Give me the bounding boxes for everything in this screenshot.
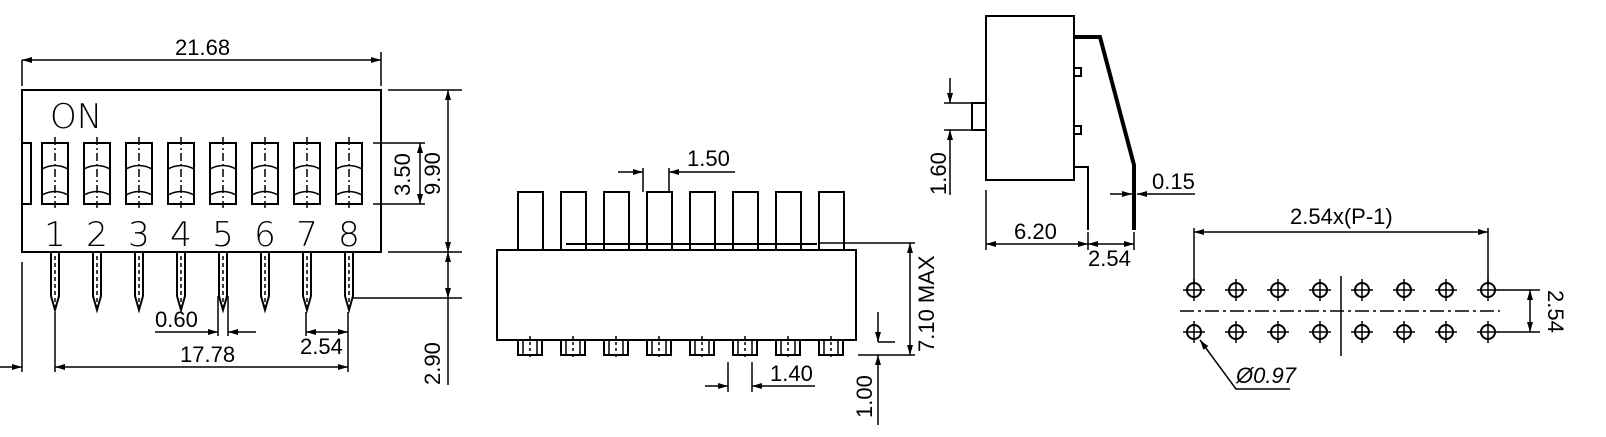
bottom-pin: [732, 336, 758, 360]
pcb-hole: [1351, 321, 1373, 343]
pcb-hole: [1393, 279, 1415, 301]
pcb-hole: [1351, 279, 1373, 301]
bottom-view: 1.50 1.40 7.10 MAX 1.00: [496, 146, 939, 425]
actuator: [517, 191, 544, 251]
pcb-footprint: 2.54x(P-1) 2.54 Ø0.97: [1180, 204, 1568, 390]
actuator: [775, 191, 802, 251]
hole-diameter-leader: [1199, 339, 1290, 390]
switch-number: 7: [296, 215, 318, 255]
dim-actuator-height: 3.50: [390, 153, 415, 196]
pin: [92, 252, 102, 314]
pin: [344, 252, 354, 314]
bottom-pin: [646, 336, 672, 360]
switch-number: 4: [170, 215, 192, 255]
pcb-hole: [1183, 321, 1205, 343]
dim-depth: 6.20: [1014, 219, 1057, 244]
dim-standoff: 1.00: [852, 375, 877, 418]
switch-number: 5: [212, 215, 234, 255]
switch-6: 6: [251, 137, 279, 314]
dim-lead-thickness: 0.15: [1152, 169, 1195, 194]
bottom-pin: [560, 336, 586, 360]
dim-height-max: 7.10 MAX: [914, 255, 939, 352]
pcb-hole: [1225, 279, 1247, 301]
side-view-body: [985, 15, 1075, 181]
side-tab: [1073, 67, 1082, 77]
switch-8: 8: [335, 137, 363, 314]
pin: [176, 252, 186, 314]
pcb-hole: [1309, 321, 1331, 343]
pin: [50, 252, 60, 314]
side-view: 1.60 0.15 6.20 2.54: [926, 15, 1195, 271]
switch-2: 2: [83, 137, 111, 314]
bottom-pin: [603, 336, 629, 360]
dim-width: 21.68: [175, 35, 230, 60]
actuator: [732, 191, 759, 251]
dim-height: 9.90: [420, 152, 445, 195]
switch-number: 2: [86, 215, 108, 255]
switch-number: 6: [254, 215, 276, 255]
switch-number: 8: [338, 215, 360, 255]
switch-4: 4: [167, 137, 195, 314]
side-tab: [1073, 125, 1082, 135]
switch-number: 3: [128, 215, 150, 255]
dim-pitch: 2.54: [300, 334, 343, 359]
dim-row-length: 2.54x(P-1): [1290, 204, 1393, 229]
bent-lead: [1074, 35, 1136, 230]
dim-pin-span: 17.78: [180, 342, 235, 367]
actuator: [689, 191, 716, 251]
switch-7: 7: [293, 137, 321, 314]
switch-5: 5: [209, 137, 237, 314]
side-actuator: [971, 102, 987, 131]
bottom-pin: [689, 336, 715, 360]
bottom-view-body: [496, 249, 857, 341]
pcb-hole: [1393, 321, 1415, 343]
dim-pin-width-bottom: 1.40: [770, 361, 813, 386]
actuator: [603, 191, 630, 251]
pcb-hole: [1267, 321, 1289, 343]
pcb-hole: [1309, 279, 1331, 301]
bottom-pin: [775, 336, 801, 360]
bottom-pin: [818, 336, 844, 360]
pin: [260, 252, 270, 314]
dim-row-spacing-footprint: 2.54: [1543, 290, 1568, 333]
bottom-pin: [517, 336, 543, 360]
dim-hole-diameter: Ø0.97: [1235, 363, 1297, 388]
switch-1: 1: [41, 137, 69, 314]
dim-pin-width: 0.60: [155, 307, 198, 332]
body-edge-slot: [21, 142, 32, 205]
pcb-hole: [1477, 321, 1499, 343]
straight-lead: [1074, 166, 1089, 230]
actuator: [560, 191, 587, 251]
actuator: [646, 191, 673, 251]
pcb-hole: [1435, 321, 1457, 343]
dim-actuator-width: 1.50: [687, 146, 730, 171]
pin: [302, 252, 312, 314]
dim-actuator-side: 1.60: [926, 152, 951, 195]
pin: [218, 252, 228, 314]
on-label: ON: [50, 97, 102, 137]
pcb-hole: [1435, 279, 1457, 301]
pcb-hole: [1225, 321, 1247, 343]
actuator: [818, 191, 845, 251]
dim-pin-length: 2.90: [420, 342, 445, 385]
switch-number: 1: [44, 215, 66, 255]
pcb-hole: [1267, 279, 1289, 301]
switch-3: 3: [125, 137, 153, 314]
pin: [134, 252, 144, 314]
dim-row-spacing-side: 2.54: [1088, 246, 1131, 271]
